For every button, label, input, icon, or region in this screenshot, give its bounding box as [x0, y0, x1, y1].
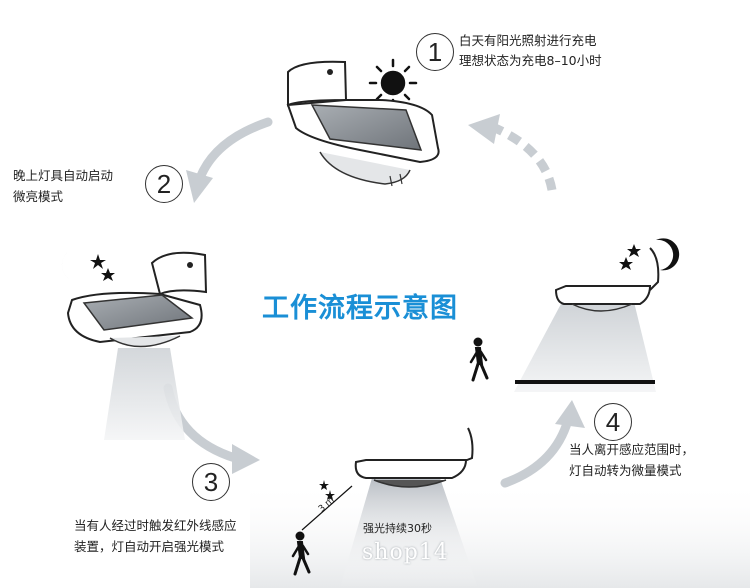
- step-2-line2: 微亮模式: [13, 189, 64, 204]
- flow-arrow-4-to-1: [493, 123, 557, 191]
- solar-lamp-bright: [340, 427, 478, 588]
- diagram-title: 工作流程示意图: [262, 293, 458, 324]
- step-4-line1: 当人离开感应范围时，: [569, 442, 695, 457]
- arrow-head-to-1: [468, 114, 500, 144]
- moon-stars-icon-2: [619, 238, 680, 271]
- step-3-line2: 装置，灯自动开启强光模式: [74, 539, 225, 554]
- arrow-head-to-2: [186, 170, 213, 203]
- solar-lamp-dim: [66, 251, 208, 440]
- flow-arrow-3-to-4: [500, 415, 573, 488]
- step-1-number: 1: [416, 33, 454, 71]
- step-3-number: 3: [192, 463, 230, 501]
- person-walking-icon: [469, 337, 489, 382]
- step-2-number: 2: [145, 165, 183, 203]
- flow-arrow-1-to-2: [195, 117, 273, 183]
- solar-lamp-day: [286, 60, 440, 187]
- strong-light-duration-label: 强光持续30秒: [363, 522, 432, 535]
- step-1-line2: 理想状态为充电8–10小时: [459, 53, 602, 68]
- step-3-line1: 当有人经过时触发红外线感应: [74, 518, 237, 533]
- step-4-line2: 灯自动转为微量模式: [569, 463, 682, 478]
- person-walking-icon-3: [291, 531, 311, 576]
- step-4-number: 4: [594, 403, 632, 441]
- solar-lamp-right: [514, 247, 660, 392]
- arrow-head-to-4: [555, 400, 585, 428]
- distance-line: [301, 485, 353, 531]
- moon-stars-icon: [61, 247, 115, 282]
- sun-icon: [368, 58, 418, 108]
- watermark-text: shop14: [362, 540, 449, 565]
- step-1-line1: 白天有阳光照射进行充电: [459, 33, 597, 48]
- step-2-line1: 晚上灯具自动启动: [13, 168, 114, 183]
- arrow-head-to-3: [232, 444, 260, 474]
- moon-stars-icon-3: [299, 476, 335, 500]
